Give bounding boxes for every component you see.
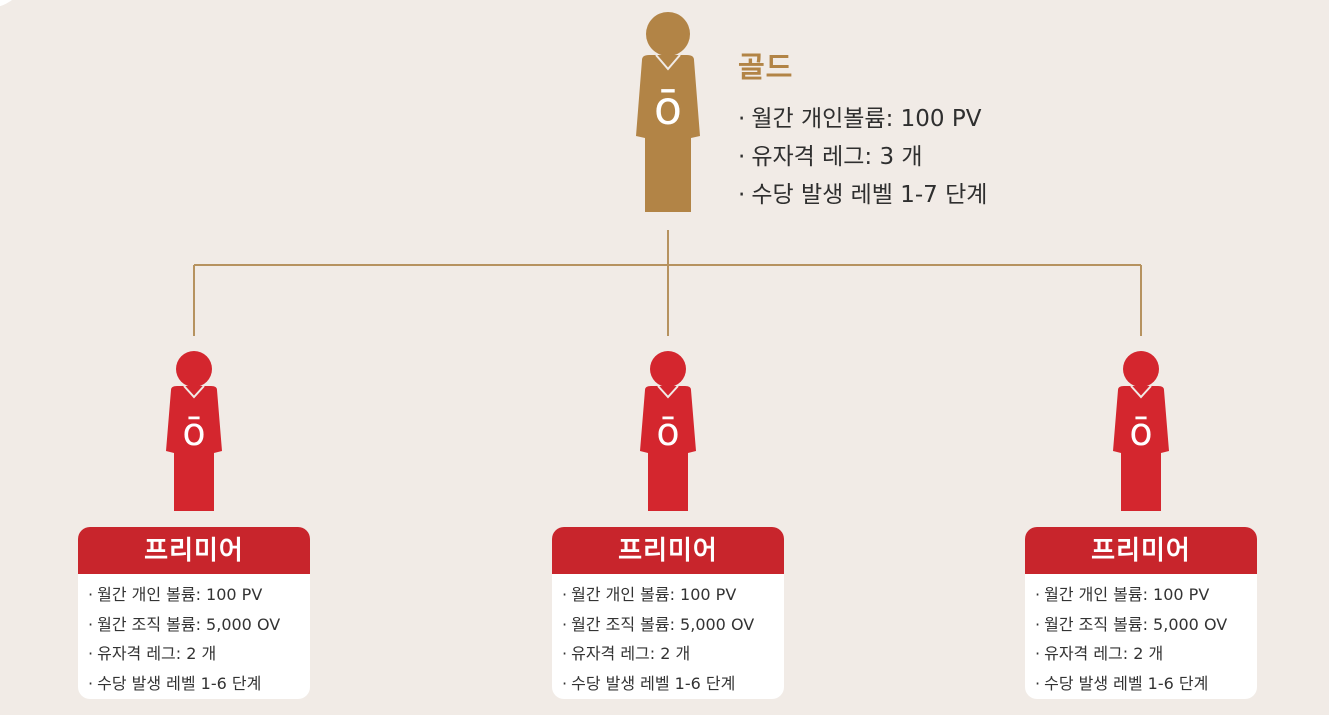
premier-person-icon-right: ō [1107,351,1175,513]
logo-mark: ō [182,410,205,454]
premier-card-right: 프리미어 ·월간 개인 볼륨: 100 PV ·월간 조직 볼륨: 5,000 … [1025,527,1257,699]
premier-title: 프리미어 [552,527,784,574]
premier-card-left: 프리미어 ·월간 개인 볼륨: 100 PV ·월간 조직 볼륨: 5,000 … [78,527,310,699]
premier-requirements: ·월간 개인 볼륨: 100 PV ·월간 조직 볼륨: 5,000 OV ·유… [552,574,784,698]
premier-requirements: ·월간 개인 볼륨: 100 PV ·월간 조직 볼륨: 5,000 OV ·유… [78,574,310,698]
premier-item: ·월간 개인 볼륨: 100 PV [1035,585,1210,604]
gold-person-icon: ō [628,12,708,214]
premier-person-icon-center: ō [634,351,702,513]
logo-mark: ō [654,81,682,135]
premier-item: ·월간 조직 볼륨: 5,000 OV [562,614,755,634]
premier-item: ·유자격 레그: 2 개 [562,644,691,663]
gold-item: ·유자격 레그: 3 개 [738,144,923,170]
gold-item: ·월간 개인볼륨: 100 PV [738,106,982,132]
premier-item: ·유자격 레그: 2 개 [1035,644,1164,663]
premier-requirements: ·월간 개인 볼륨: 100 PV ·월간 조직 볼륨: 5,000 OV ·유… [1025,574,1257,698]
premier-item: ·월간 조직 볼륨: 5,000 OV [1035,614,1228,634]
premier-item: ·수당 발생 레벨 1-6 단계 [88,673,262,693]
premier-item: ·월간 개인 볼륨: 100 PV [562,585,737,604]
premier-item: ·월간 개인 볼륨: 100 PV [88,585,263,604]
premier-person-icon-left: ō [160,351,228,513]
logo-mark: ō [656,410,679,454]
premier-title: 프리미어 [78,527,310,574]
premier-item: ·수당 발생 레벨 1-6 단계 [1035,673,1209,693]
premier-item: ·유자격 레그: 2 개 [88,644,217,663]
gold-requirements: ·월간 개인볼륨: 100 PV ·유자격 레그: 3 개 ·수당 발생 레벨 … [738,100,987,214]
gold-title: 골드 [738,50,794,84]
right-border [1329,0,1335,719]
gold-item: ·수당 발생 레벨 1-7 단계 [738,182,988,208]
bottom-border [0,715,1335,719]
premier-item: ·월간 조직 볼륨: 5,000 OV [88,614,281,634]
premier-card-center: 프리미어 ·월간 개인 볼륨: 100 PV ·월간 조직 볼륨: 5,000 … [552,527,784,699]
logo-mark: ō [1129,410,1152,454]
premier-title: 프리미어 [1025,527,1257,574]
gold-info: 골드 ·월간 개인볼륨: 100 PV ·유자격 레그: 3 개 ·수당 발생 … [738,44,987,214]
premier-item: ·수당 발생 레벨 1-6 단계 [562,673,736,693]
